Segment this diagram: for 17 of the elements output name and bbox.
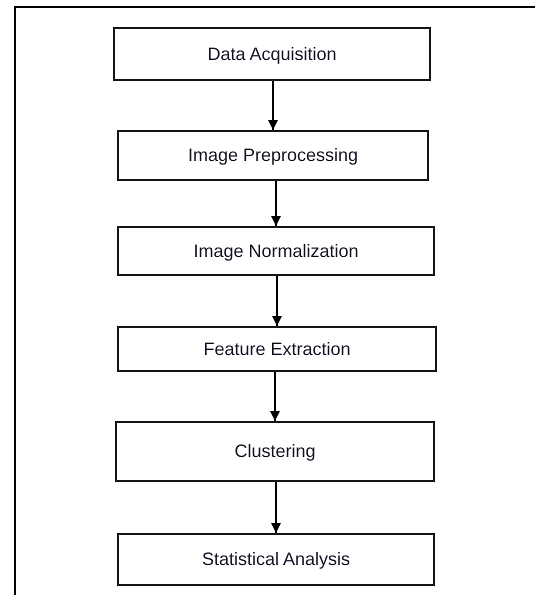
process-box — [115, 421, 435, 482]
arrow — [272, 276, 282, 326]
step-label: Statistical Analysis — [202, 549, 350, 570]
step-label: Image Normalization — [193, 240, 359, 262]
step-label: Data Acquisition — [207, 44, 337, 64]
process-box — [117, 130, 429, 181]
step-label: Clustering — [234, 441, 316, 462]
step-label: Image Preprocessing — [188, 145, 358, 166]
arrow — [271, 482, 281, 533]
process-box — [117, 326, 437, 372]
step-label: Feature Extraction — [203, 338, 351, 360]
process-box — [117, 226, 435, 276]
process-box — [117, 533, 435, 586]
arrow — [270, 372, 280, 421]
process-box — [113, 27, 431, 81]
arrow — [268, 81, 278, 130]
arrow — [271, 181, 281, 226]
